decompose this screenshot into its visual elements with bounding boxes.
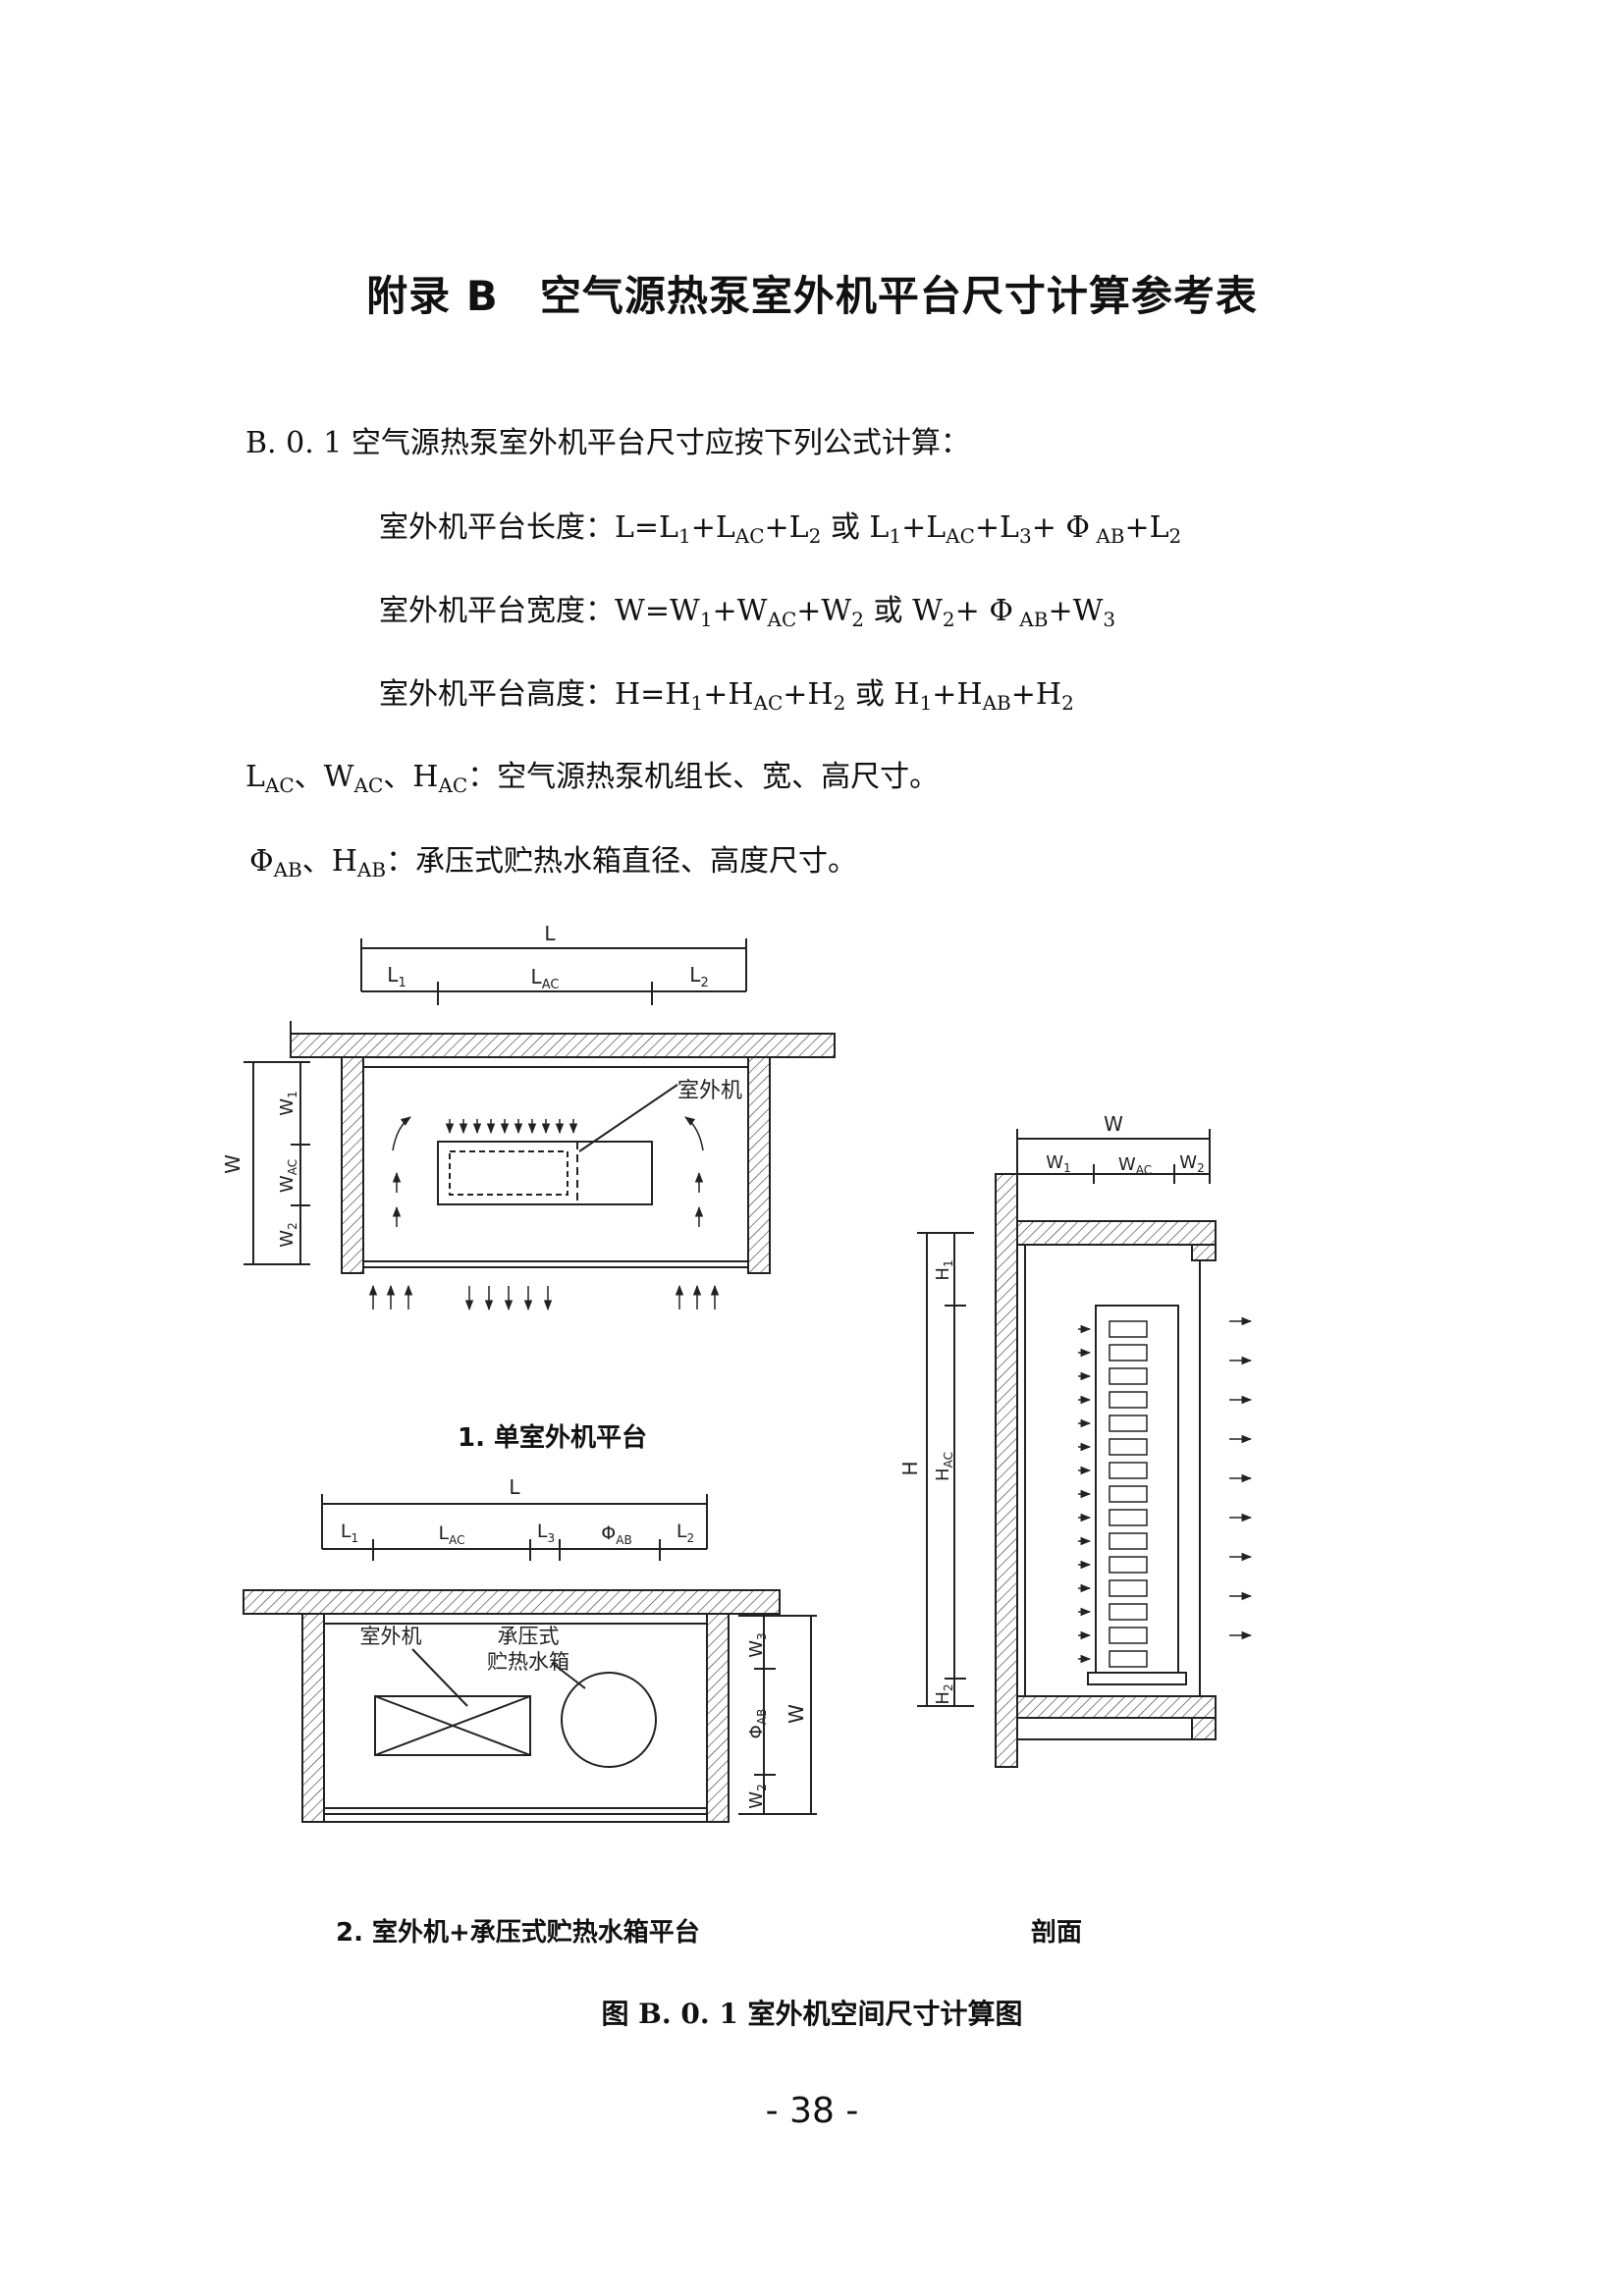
svg-text:HAC: HAC — [933, 1452, 955, 1481]
svg-text:ΦAB: ΦAB — [601, 1522, 631, 1547]
svg-text:W1: W1 — [277, 1091, 299, 1115]
or-word: 或 — [873, 594, 903, 628]
note-ac-text: ：空气源热泵机组长、宽、高尺寸。 — [467, 760, 940, 794]
figure-caption: 图 B. 0. 1 室外机空间尺寸计算图 — [601, 1998, 1023, 2030]
svg-text:W: W — [1104, 1112, 1123, 1136]
appendix-title: 附录 B 空气源热泵室外机平台尺寸计算参考表 — [0, 263, 1624, 323]
svg-text:W2: W2 — [277, 1222, 299, 1247]
svg-text:WAC: WAC — [277, 1159, 299, 1193]
plan2-caption: 2. 室外机+承压式贮热水箱平台 — [336, 1918, 700, 1948]
plan2-unit-label: 室外机 — [360, 1625, 422, 1648]
svg-text:L: L — [509, 1475, 520, 1499]
svg-text:L2: L2 — [689, 963, 708, 990]
svg-text:WAC: WAC — [1118, 1154, 1152, 1177]
page-number: - 38 - — [765, 2091, 859, 2131]
svg-text:H1: H1 — [933, 1259, 955, 1280]
svg-text:L2: L2 — [677, 1521, 694, 1545]
svg-text:W2: W2 — [1179, 1152, 1204, 1175]
svg-text:W: W — [221, 1154, 244, 1174]
clause-number: B. 0. 1 — [245, 426, 343, 460]
svg-text:L3: L3 — [537, 1521, 555, 1545]
svg-text:LAC: LAC — [531, 965, 560, 992]
svg-text:H2: H2 — [933, 1683, 955, 1704]
formula-width: 室外机平台宽度：W=W1+WAC+W2 或 W2+ Φ AB+W3 — [379, 594, 1116, 631]
appendix-heading: 空气源热泵室外机平台尺寸计算参考表 — [539, 272, 1258, 320]
or-word: 或 — [830, 510, 860, 545]
plan1-caption: 1. 单室外机平台 — [458, 1423, 648, 1453]
or-word: 或 — [854, 677, 885, 712]
note-ab: ΦAB、HAB：承压式贮热水箱直径、高度尺寸。 — [249, 844, 858, 881]
svg-text:W2: W2 — [746, 1784, 769, 1808]
clause-line: B. 0. 1 空气源热泵室外机平台尺寸应按下列公式计算： — [245, 424, 970, 463]
plan-unit-and-tank: L L1 LAC L3 ΦAB L2 室外机 承压式 贮热水箱 W3 ΦAB W… — [243, 1475, 817, 1823]
svg-text:L: L — [544, 922, 556, 945]
note-ac: LAC、WAC、HAC：空气源热泵机组长、宽、高尺寸。 — [245, 760, 940, 797]
formula-length: 室外机平台长度：L=L1+LAC+L2 或 L1+LAC+L3+ Φ AB+L2 — [379, 510, 1182, 548]
svg-text:H: H — [898, 1461, 922, 1475]
note-ab-text: ：承压式贮热水箱直径、高度尺寸。 — [386, 844, 858, 879]
svg-text:LAC: LAC — [439, 1522, 465, 1547]
formula-length-label: 室外机平台长度： — [379, 510, 615, 545]
svg-text:L1: L1 — [341, 1521, 358, 1545]
plan2-tank-label-2: 贮热水箱 — [487, 1650, 569, 1674]
section-caption: 剖面 — [1031, 1918, 1083, 1948]
section-view: W W1 WAC W2 — [898, 1112, 1253, 1768]
svg-text:W1: W1 — [1046, 1152, 1070, 1175]
plan1-unit-label: 室外机 — [677, 1079, 742, 1103]
clause-text: 空气源热泵室外机平台尺寸应按下列公式计算： — [351, 426, 970, 460]
svg-text:W3: W3 — [746, 1632, 769, 1657]
plan2-tank-label-1: 承压式 — [498, 1625, 560, 1648]
appendix-prefix: 附录 B — [366, 272, 499, 320]
svg-text:W: W — [785, 1704, 808, 1724]
svg-text:ΦAB: ΦAB — [746, 1709, 769, 1739]
formula-width-label: 室外机平台宽度： — [379, 594, 615, 628]
plan-single-unit: L L1 LAC L2 室外机 — [221, 922, 836, 1311]
svg-text:L1: L1 — [387, 963, 406, 990]
formula-height: 室外机平台高度：H=H1+HAC+H2 或 H1+HAB+H2 — [379, 677, 1074, 715]
formula-height-label: 室外机平台高度： — [379, 677, 615, 712]
